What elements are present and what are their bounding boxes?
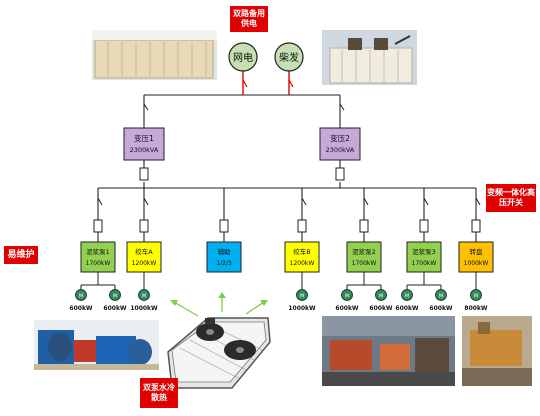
- load-box: [206, 241, 242, 273]
- motor-glyph: M: [405, 294, 409, 300]
- feeder-fuse: [219, 219, 229, 233]
- motor-icon: [138, 289, 150, 301]
- load-name: 绞车B: [293, 247, 310, 256]
- load-rating: 1700kW: [352, 260, 377, 267]
- water-cooling-callout: 双泵水冷散热: [140, 378, 178, 408]
- motor-icon: [470, 289, 482, 301]
- protection-callout: 易维护: [4, 246, 38, 264]
- load-name: 泥浆泵2: [352, 247, 376, 256]
- feeder-6: 泥浆泵3 1700kW M 600kW M 600kW: [395, 188, 453, 312]
- diesel-source-label: 柴发: [279, 51, 299, 64]
- feeder-7: 转盘 1000kW M 800kW: [458, 188, 494, 312]
- supply-lines: [242, 70, 290, 95]
- transformer-name: 变压2: [330, 133, 350, 143]
- feeder-2: 绞车A 1200kW M 1000kW: [126, 188, 162, 312]
- load-name: 辅助: [218, 247, 232, 256]
- motor-glyph: M: [474, 294, 478, 300]
- upper-bus: [143, 94, 345, 128]
- motor-glyph: M: [439, 294, 443, 300]
- load-box: [80, 241, 116, 273]
- motor-rating: 600kW: [369, 305, 393, 312]
- motor: M 800kW: [464, 285, 488, 312]
- load-box: [406, 241, 442, 273]
- motor-icon: [109, 289, 121, 301]
- source-switches: [242, 79, 294, 88]
- load-rating: 1700kW: [86, 260, 111, 267]
- motor-glyph: M: [300, 294, 304, 300]
- winch-photo: [34, 320, 159, 370]
- dual-supply-callout: 双路备用供电: [230, 6, 268, 32]
- motor-glyph: M: [79, 294, 83, 300]
- motor: M 600kW: [69, 285, 93, 312]
- vfd-switch-callout: 变频一体化高压开关: [486, 184, 536, 212]
- load-rating: 1200kW: [132, 260, 157, 267]
- load-name: 泥浆泵3: [412, 247, 436, 256]
- grid-source: 网电: [228, 42, 258, 72]
- motor-rating: 600kW: [103, 305, 127, 312]
- motor: M 600kW: [429, 285, 453, 312]
- feeder-5: 泥浆泵2 1700kW M 600kW M 600kW: [335, 188, 393, 312]
- motor: M 1000kW: [288, 285, 316, 312]
- motor-rating: 600kW: [395, 305, 419, 312]
- feeder-fuse: [139, 219, 149, 233]
- motor-icon: [375, 289, 387, 301]
- motor-rating: 600kW: [69, 305, 93, 312]
- transformer-1: 变压1 2300kVA: [123, 127, 165, 161]
- motor-glyph: M: [142, 294, 146, 300]
- rotary-table-photo: [462, 316, 532, 386]
- load-box: [346, 241, 382, 273]
- motor: M 600kW: [335, 285, 359, 312]
- motor: M 600kW: [369, 285, 393, 312]
- generator-photo: [322, 30, 417, 85]
- motor-rating: 1000kW: [288, 305, 316, 312]
- motor-rating: 1000kW: [130, 305, 158, 312]
- substation-photo: [92, 30, 217, 80]
- load-name: 转盘: [470, 247, 484, 256]
- load-box: [284, 241, 320, 273]
- cooling-unit-photo: [167, 317, 271, 389]
- feeder-1: 泥浆泵1 1700kW M 600kW M 600kW: [69, 188, 127, 312]
- transformer-rating: 2300kVA: [130, 146, 159, 154]
- motor-icon: [75, 289, 87, 301]
- load-name: 泥浆泵1: [86, 247, 110, 256]
- load-rating: 1/2/3: [216, 260, 232, 267]
- motor-icon: [401, 289, 413, 301]
- load-box: [458, 241, 494, 273]
- motor: M 600kW: [103, 285, 127, 312]
- motor-icon: [435, 289, 447, 301]
- load-rating: 1700kW: [412, 260, 437, 267]
- load-box: [126, 241, 162, 273]
- motor: M 1000kW: [130, 285, 158, 312]
- lower-bus: [98, 160, 476, 189]
- motor-rating: 800kW: [464, 305, 488, 312]
- motor-rating: 600kW: [429, 305, 453, 312]
- transformer-name: 变压1: [134, 133, 154, 143]
- motor-icon: [341, 289, 353, 301]
- drilling-rig-photo: [322, 316, 455, 386]
- motor: M 600kW: [395, 285, 419, 312]
- motor-rating: 600kW: [335, 305, 359, 312]
- bus-fuses: [139, 167, 345, 181]
- feeder-fuse: [297, 219, 307, 233]
- cooling-airflow-arrows: [170, 292, 268, 317]
- grid-source-label: 网电: [233, 51, 253, 64]
- motor-glyph: M: [379, 294, 383, 300]
- transformer-2: 变压2 2300kVA: [319, 127, 361, 161]
- feeder-fuse: [359, 219, 369, 233]
- feeder-fuse: [419, 219, 429, 233]
- feeder-4: 绞车B 1200kW M 1000kW: [284, 188, 320, 312]
- motor-icon: [296, 289, 308, 301]
- transformer-rating: 2300kVA: [326, 146, 355, 154]
- motor-glyph: M: [113, 294, 117, 300]
- load-name: 绞车A: [135, 247, 153, 256]
- load-rating: 1000kW: [464, 260, 489, 267]
- diesel-source: 柴发: [274, 42, 304, 72]
- motor-glyph: M: [345, 294, 349, 300]
- feeder-fuse: [93, 219, 103, 233]
- feeder-fuse: [471, 219, 481, 233]
- feeder-3: 辅助 1/2/3: [206, 188, 242, 273]
- load-rating: 1200kW: [290, 260, 315, 267]
